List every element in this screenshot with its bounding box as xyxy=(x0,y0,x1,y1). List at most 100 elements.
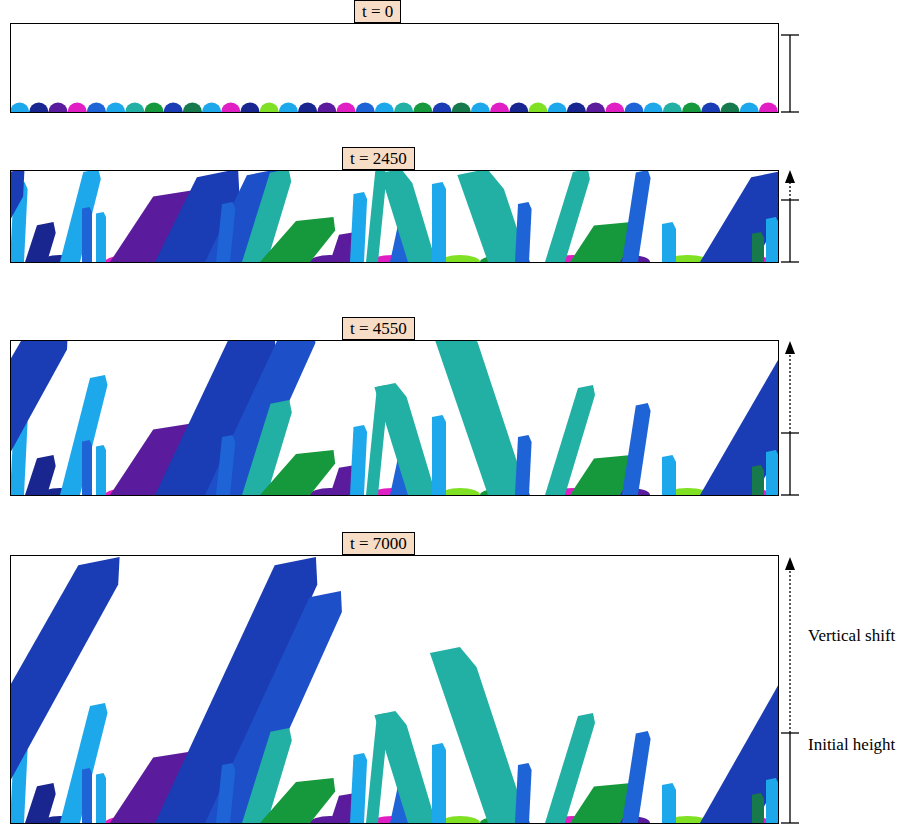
axis-annotation: Initial height xyxy=(808,735,900,755)
columnar-grain xyxy=(205,591,342,823)
initial-nucleus xyxy=(624,102,643,112)
columnar-grain xyxy=(350,753,367,823)
time-label: t = 2450 xyxy=(350,149,407,168)
columnar-grain xyxy=(374,383,436,495)
columnar-grain xyxy=(216,435,235,495)
initial-nucleus xyxy=(605,102,624,112)
initial-nucleus xyxy=(87,102,106,112)
time-label-box: t = 0 xyxy=(354,0,401,23)
columnar-grain xyxy=(25,455,56,495)
initial-nucleus xyxy=(759,102,778,112)
columnar-grain xyxy=(432,182,446,262)
time-label: t = 0 xyxy=(362,2,393,21)
columnar-grain xyxy=(216,763,235,823)
columnar-grain xyxy=(766,778,778,823)
columnar-grain xyxy=(662,222,676,262)
columnar-grain xyxy=(430,647,528,823)
arrowheads xyxy=(785,170,795,570)
initial-nucleus xyxy=(298,102,317,112)
columnar-grain xyxy=(60,170,101,262)
initial-nucleus xyxy=(10,102,29,112)
initial-nucleus xyxy=(375,102,394,112)
columnar-grain xyxy=(260,778,335,823)
grain-layer xyxy=(10,102,778,112)
columnar-grain xyxy=(766,217,778,262)
columnar-grain xyxy=(380,170,436,262)
columnar-grain xyxy=(374,711,436,823)
columnar-grain xyxy=(25,222,56,262)
time-label-box: t = 4550 xyxy=(342,317,415,340)
initial-nucleus xyxy=(164,102,183,112)
columnar-grain xyxy=(622,170,651,262)
initial-nucleus xyxy=(548,102,567,112)
columnar-grain xyxy=(60,375,108,495)
columnar-grain xyxy=(752,232,764,262)
initial-nucleus xyxy=(509,102,528,112)
initial-nucleus xyxy=(144,102,163,112)
time-label: t = 4550 xyxy=(350,319,407,338)
columnar-grain xyxy=(350,192,367,262)
columnar-grain xyxy=(10,170,25,262)
initial-nucleus xyxy=(432,102,451,112)
initial-nucleus xyxy=(336,102,355,112)
initial-nucleus xyxy=(240,102,259,112)
columnar-grain xyxy=(60,703,108,823)
columnar-grain xyxy=(82,207,92,262)
initial-nucleus xyxy=(221,102,240,112)
columnar-grain xyxy=(260,450,335,495)
initial-nucleus xyxy=(279,102,298,112)
columnar-grain xyxy=(350,425,367,495)
initial-nucleus xyxy=(644,102,663,112)
initial-nucleus xyxy=(490,102,509,112)
columnar-grain xyxy=(515,435,532,495)
columnar-grain xyxy=(82,440,92,495)
columnar-grain xyxy=(752,465,764,495)
columnar-grain xyxy=(96,212,106,262)
columnar-grain xyxy=(82,768,92,823)
initial-nucleus xyxy=(663,102,682,112)
initial-nucleus xyxy=(452,102,471,112)
columnar-grain xyxy=(432,743,446,823)
columnar-grain xyxy=(431,340,528,495)
columnar-grain xyxy=(260,217,335,262)
initial-nucleus xyxy=(317,102,336,112)
columnar-grain xyxy=(515,763,532,823)
initial-nucleus xyxy=(740,102,759,112)
initial-nucleus xyxy=(183,102,202,112)
grain-layer xyxy=(10,340,778,495)
columnar-grain xyxy=(10,340,68,495)
axis-annotation: Vertical shift xyxy=(808,626,900,646)
initial-nucleus xyxy=(586,102,605,112)
initial-nucleus xyxy=(68,102,87,112)
columnar-grain xyxy=(752,793,764,823)
initial-nucleus xyxy=(701,102,720,112)
initial-nucleus xyxy=(394,102,413,112)
columnar-grain xyxy=(10,557,120,823)
initial-nucleus xyxy=(202,102,221,112)
columnar-grain xyxy=(216,202,235,262)
columnar-grain xyxy=(515,202,532,262)
initial-nucleus xyxy=(682,102,701,112)
columnar-grain xyxy=(96,445,106,495)
time-label-box: t = 2450 xyxy=(342,147,415,170)
initial-nucleus xyxy=(567,102,586,112)
columnar-grain xyxy=(662,455,676,495)
initial-nucleus xyxy=(720,102,739,112)
panel-frames xyxy=(11,24,779,824)
columnar-grain xyxy=(662,783,676,823)
initial-nucleus xyxy=(48,102,67,112)
columnar-grain xyxy=(622,731,651,823)
grain-layer xyxy=(10,170,778,262)
columnar-grain xyxy=(96,773,106,823)
columnar-grain xyxy=(432,415,446,495)
initial-nucleus xyxy=(29,102,48,112)
columnar-grain xyxy=(700,170,778,262)
initial-nucleus xyxy=(106,102,125,112)
initial-nucleus xyxy=(356,102,375,112)
grain-layer xyxy=(10,557,778,823)
columnar-grain xyxy=(25,783,56,823)
columnar-grain xyxy=(155,170,240,262)
initial-nucleus xyxy=(528,102,547,112)
columnar-grain xyxy=(766,450,778,495)
